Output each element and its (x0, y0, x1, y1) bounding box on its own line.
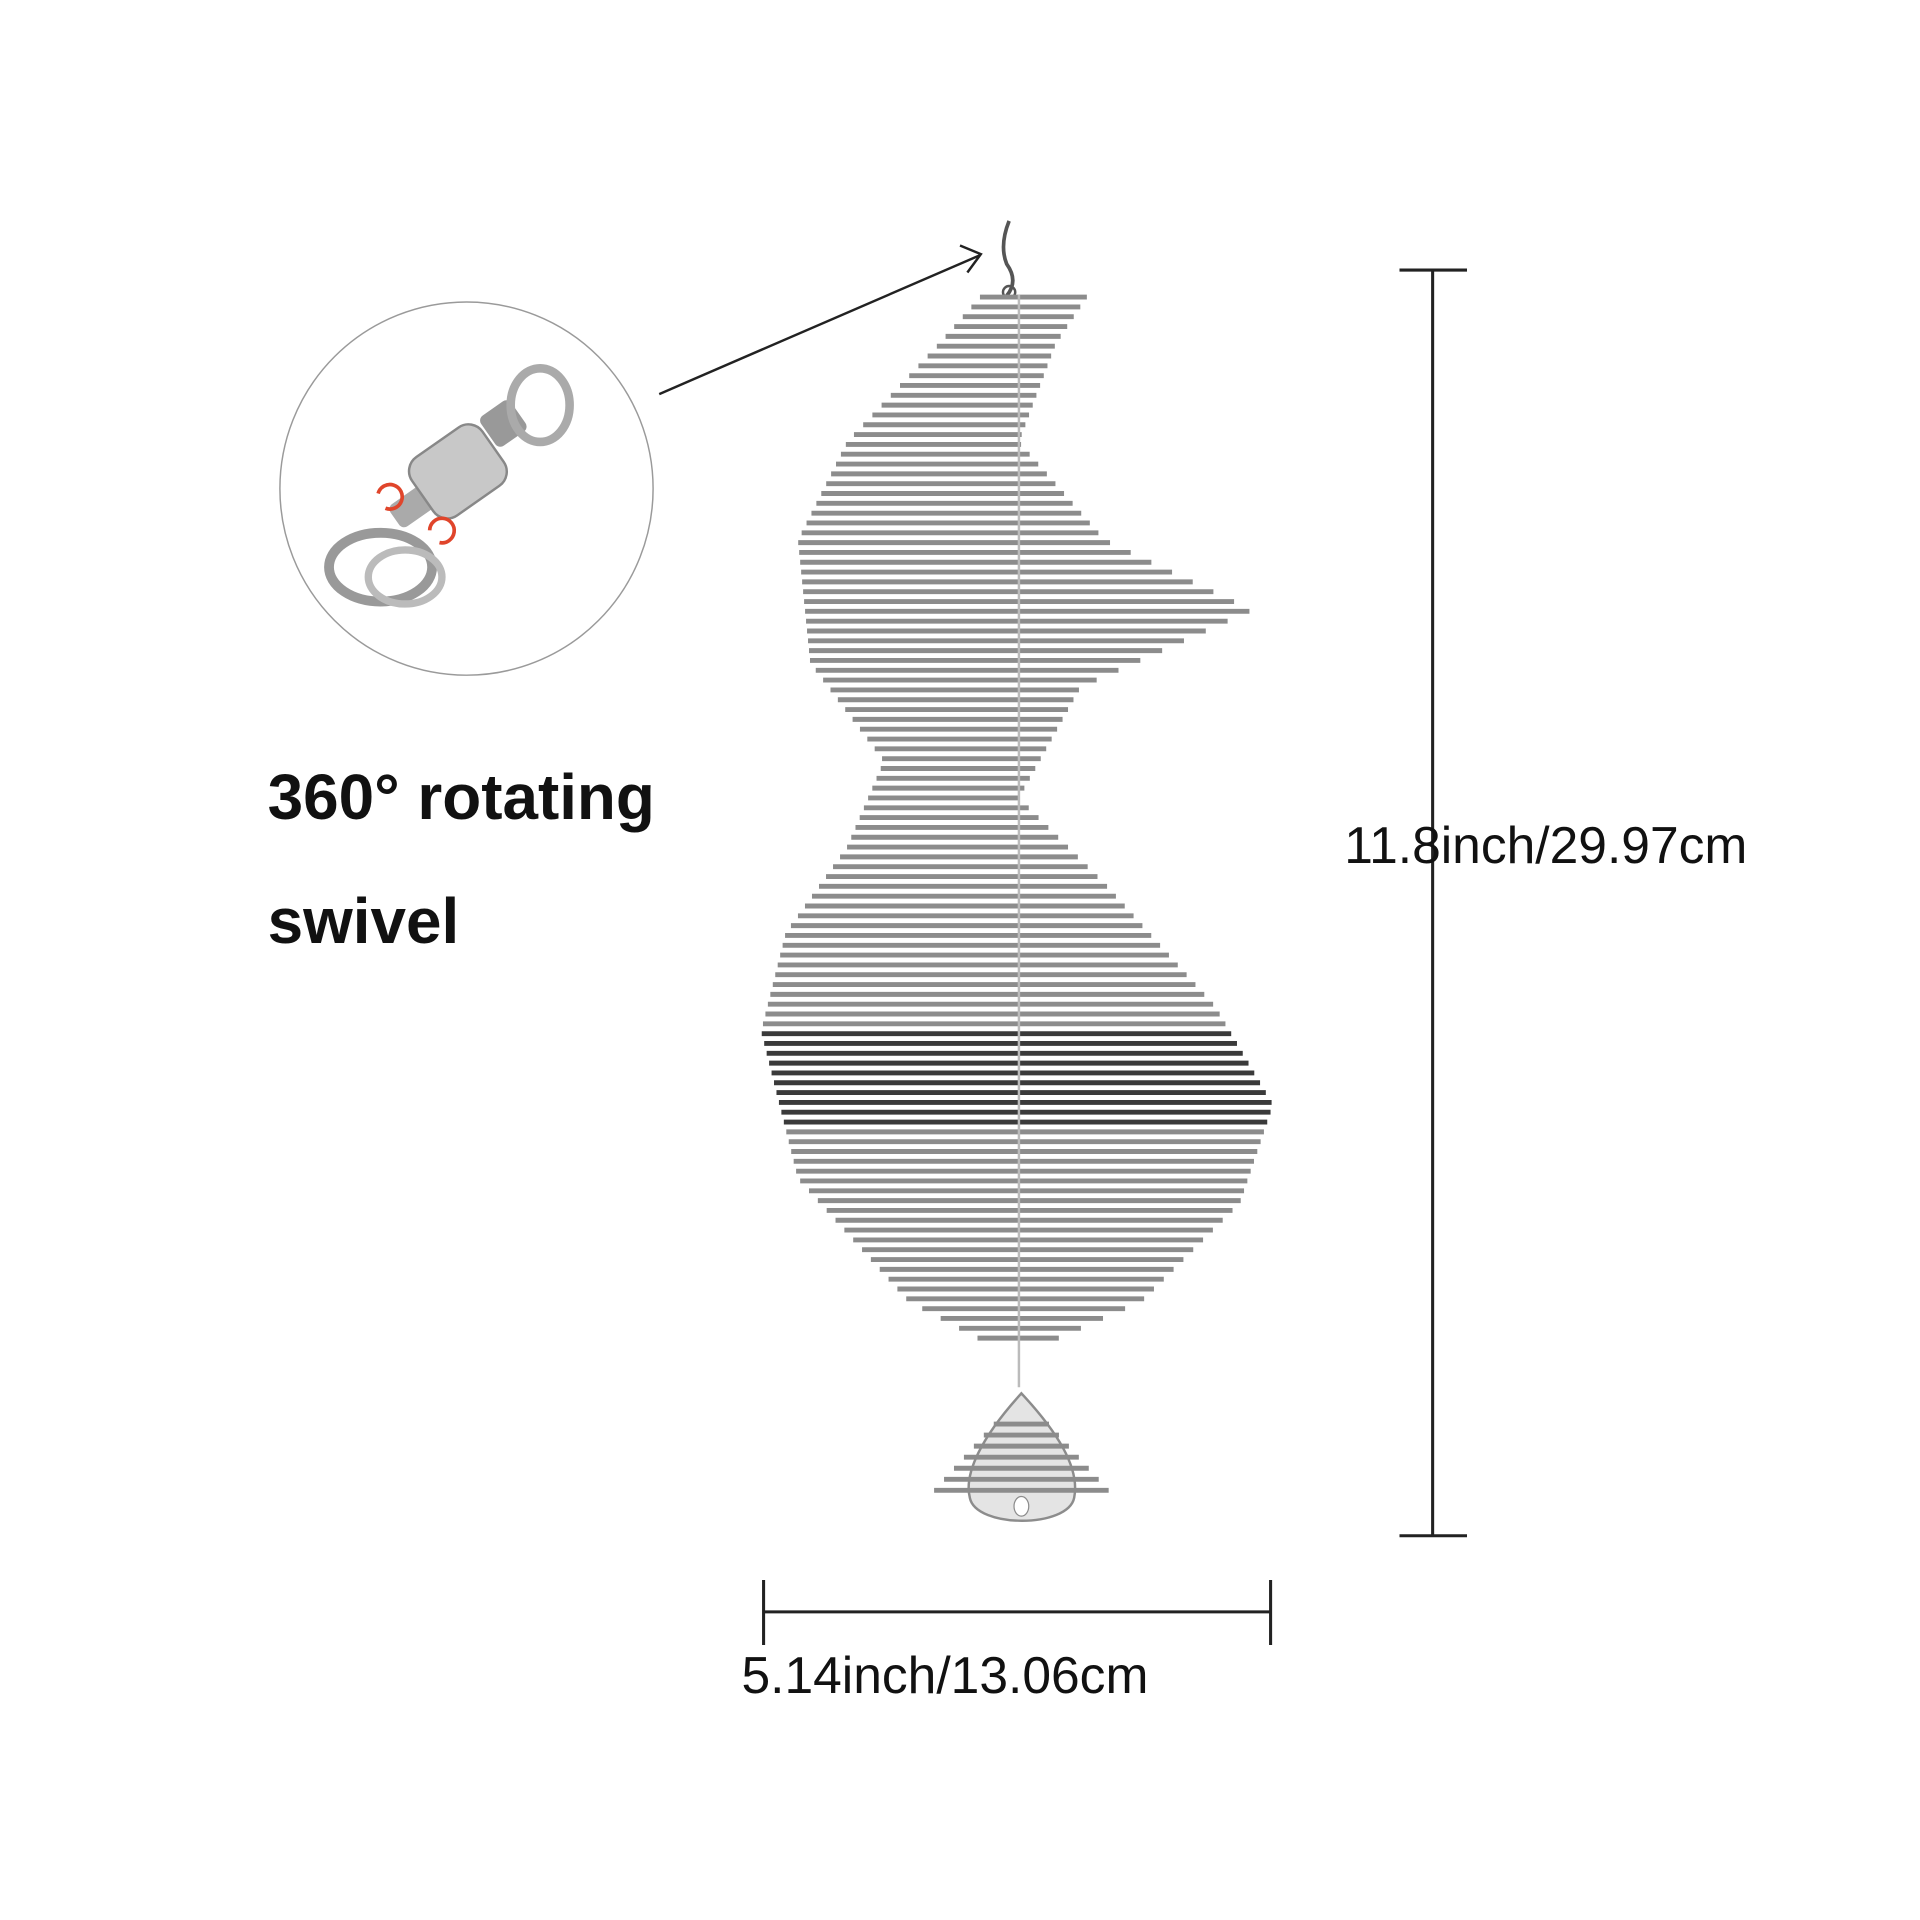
wind-spinner-spiral (761, 294, 1272, 1388)
height-label: 11.8inch/29.97cm (1344, 816, 1747, 874)
width-label: 5.14inch/13.06cm (741, 1646, 1148, 1704)
swivel-detail-inset (279, 301, 654, 676)
tail-hole (1013, 1495, 1030, 1517)
callout-text-line2: swivel (268, 885, 460, 957)
callout-text-line1: 360° rotating (268, 761, 655, 833)
width-dimension-line (762, 1579, 1273, 1646)
height-dimension-line (1399, 268, 1468, 1538)
callout-arrow (658, 244, 983, 396)
swivel-icon (324, 363, 574, 608)
spinner-tail-drop (934, 1391, 1109, 1522)
hanging-hook (1001, 220, 1017, 300)
